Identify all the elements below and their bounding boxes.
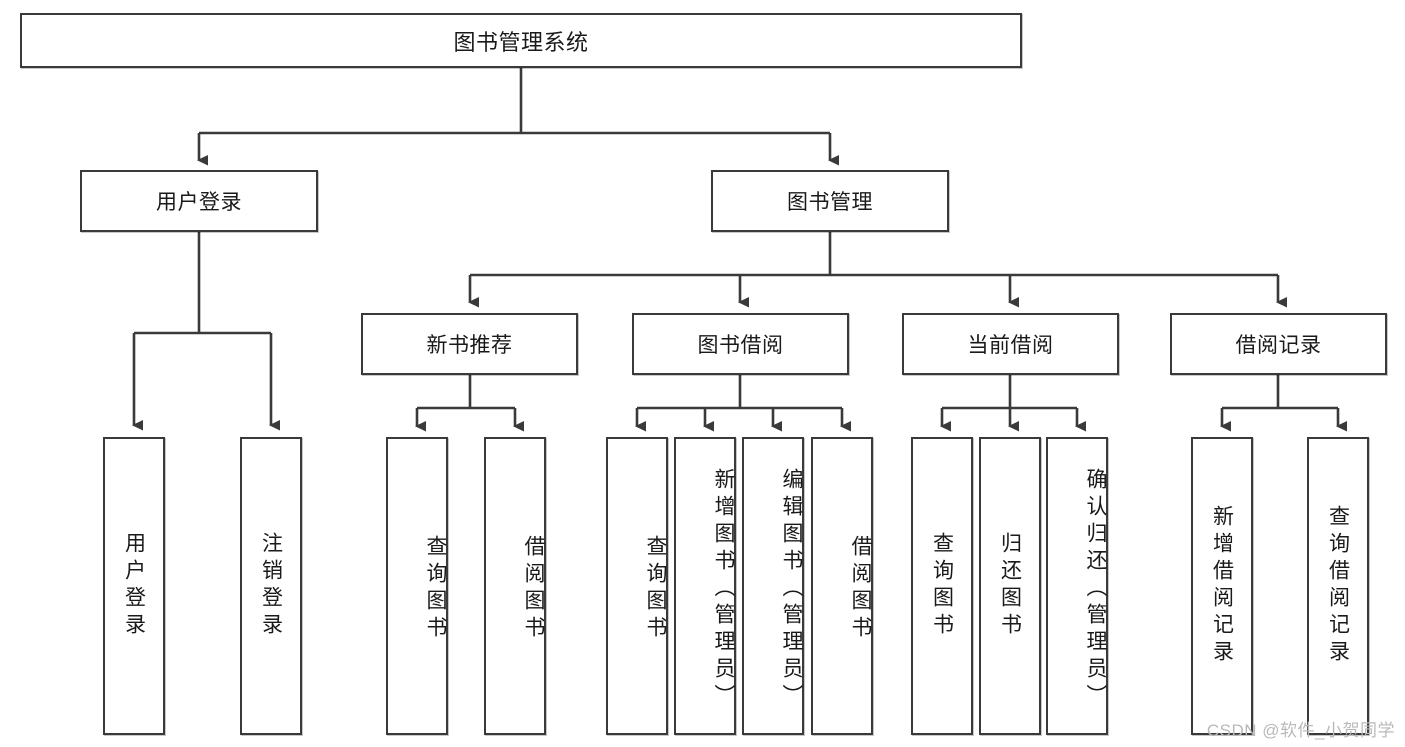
- leaf-recommend-query-book[interactable]: 查询图书: [386, 437, 448, 735]
- node-label: 新增借阅记录: [1210, 505, 1234, 667]
- node-new-book-recommend[interactable]: 新书推荐: [361, 313, 578, 375]
- node-label: 归还图书: [998, 532, 1022, 640]
- leaf-user-login-login[interactable]: 用户登录: [103, 437, 165, 735]
- leaf-recommend-borrow-book[interactable]: 借阅图书: [484, 437, 546, 735]
- node-label: 借阅记录: [1235, 334, 1322, 357]
- node-label: 查询图书: [644, 535, 667, 643]
- node-book-borrow[interactable]: 图书借阅: [632, 313, 849, 375]
- leaf-borrow-query-book[interactable]: 查询图书: [606, 437, 668, 735]
- node-label: 图书借阅: [697, 334, 784, 357]
- leaf-current-confirm-return-admin[interactable]: 确认归还（管理员）: [1046, 437, 1108, 735]
- node-label: 查询借阅记录: [1326, 505, 1350, 667]
- leaf-borrow-borrow-book[interactable]: 借阅图书: [811, 437, 873, 735]
- node-label: 查询图书: [424, 535, 447, 643]
- leaf-borrow-add-book-admin[interactable]: 新增图书（管理员）: [674, 437, 736, 735]
- leaf-borrow-edit-book-admin[interactable]: 编辑图书（管理员）: [742, 437, 804, 735]
- leaf-current-query-book[interactable]: 查询图书: [911, 437, 973, 735]
- node-label: 当前借阅: [967, 334, 1054, 357]
- node-label: 新增图书（管理员）: [712, 467, 735, 711]
- node-book-management[interactable]: 图书管理: [711, 170, 949, 232]
- node-user-login[interactable]: 用户登录: [80, 170, 318, 232]
- watermark: CSDN @软件_小贺同学: [1206, 721, 1395, 740]
- node-current-borrow[interactable]: 当前借阅: [902, 313, 1119, 375]
- node-label: 图书管理系统: [453, 29, 589, 55]
- node-label: 确认归还（管理员）: [1084, 467, 1107, 711]
- leaf-current-return-book[interactable]: 归还图书: [979, 437, 1041, 735]
- node-root-book-management-system[interactable]: 图书管理系统: [20, 13, 1022, 68]
- node-label: 借阅图书: [522, 535, 545, 643]
- leaf-record-query-borrow-record[interactable]: 查询借阅记录: [1307, 437, 1369, 735]
- node-label: 注销登录: [259, 532, 283, 640]
- node-borrow-record[interactable]: 借阅记录: [1170, 313, 1387, 375]
- node-label: 用户登录: [156, 191, 242, 214]
- node-label: 图书管理: [787, 191, 873, 214]
- node-label: 查询图书: [930, 532, 954, 640]
- node-label: 编辑图书（管理员）: [780, 467, 803, 711]
- node-label: 新书推荐: [426, 334, 513, 357]
- node-label: 借阅图书: [849, 535, 872, 643]
- node-label: 用户登录: [122, 532, 146, 640]
- leaf-user-login-logout[interactable]: 注销登录: [240, 437, 302, 735]
- leaf-record-add-borrow-record[interactable]: 新增借阅记录: [1191, 437, 1253, 735]
